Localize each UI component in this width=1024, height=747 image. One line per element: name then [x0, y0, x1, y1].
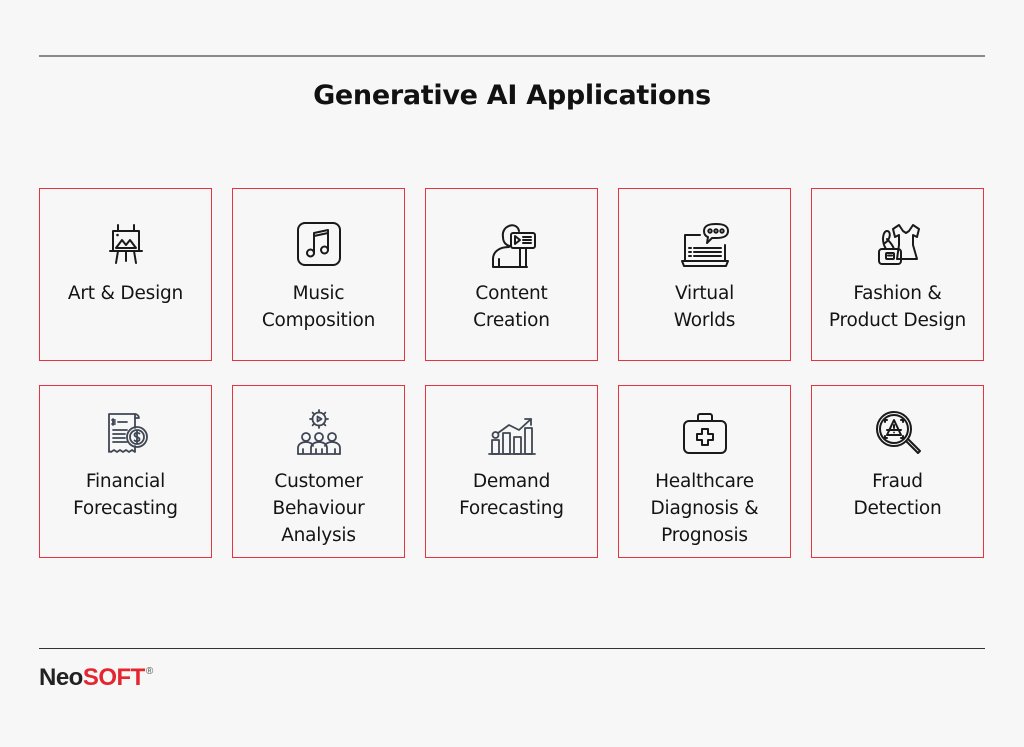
card-art-design[interactable]: Art & Design	[39, 188, 212, 361]
card-fashion-product-design[interactable]: Fashion & Product Design	[811, 188, 984, 361]
card-label: Music Composition	[261, 283, 376, 331]
laptop-chat-icon	[680, 219, 730, 269]
registered-mark: ®	[145, 666, 153, 677]
music-note-icon	[294, 219, 344, 269]
card-healthcare-diagnosis-prognosis[interactable]: Healthcare Diagnosis & Prognosis	[618, 385, 791, 558]
card-virtual-worlds[interactable]: Virtual Worlds	[618, 188, 791, 361]
card-label: Fraud Detection	[853, 471, 942, 519]
card-label: Content Creation	[473, 283, 550, 331]
card-label: Financial Forecasting	[73, 471, 178, 519]
content-creator-icon	[487, 219, 537, 269]
card-music-composition[interactable]: Music Composition	[232, 188, 405, 361]
top-divider	[39, 55, 985, 57]
card-label: Art & Design	[67, 283, 184, 304]
card-demand-forecasting[interactable]: Demand Forecasting	[425, 385, 598, 558]
card-customer-behaviour-analysis[interactable]: Customer Behaviour Analysis	[232, 385, 405, 558]
card-financial-forecasting[interactable]: Financial Forecasting	[39, 385, 212, 558]
card-label: Demand Forecasting	[459, 471, 564, 519]
card-fraud-detection[interactable]: Fraud Detection	[811, 385, 984, 558]
neosoft-logo: NeoSOFT®	[39, 664, 153, 692]
page-title: Generative AI Applications	[313, 80, 711, 111]
card-label: Customer Behaviour Analysis	[272, 471, 365, 546]
easel-icon	[101, 219, 151, 269]
logo-soft: SOFT	[82, 664, 146, 691]
bar-chart-trend-icon	[487, 408, 537, 458]
card-label: Healthcare Diagnosis & Prognosis	[650, 471, 759, 546]
card-label: Virtual Worlds	[673, 283, 736, 331]
card-content-creation[interactable]: Content Creation	[425, 188, 598, 361]
dress-bag-icon	[873, 219, 923, 269]
logo-neo: Neo	[39, 664, 83, 691]
receipt-dollar-icon	[101, 408, 151, 458]
card-label: Fashion & Product Design	[828, 283, 967, 331]
magnifier-alert-icon	[873, 408, 923, 458]
people-gear-icon	[294, 408, 344, 458]
medical-kit-icon	[680, 408, 730, 458]
bottom-divider	[39, 648, 985, 649]
